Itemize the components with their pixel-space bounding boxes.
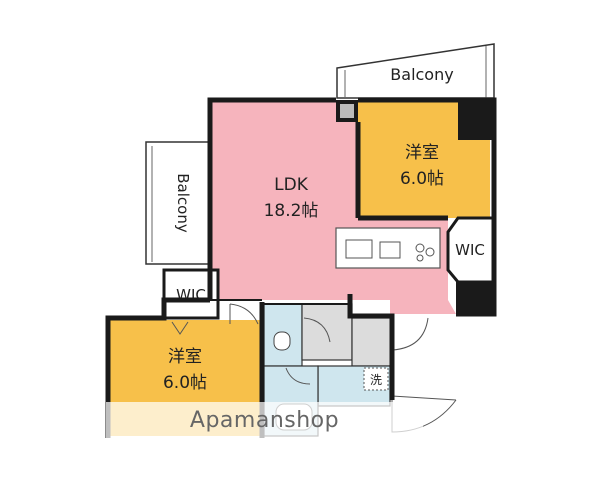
- watermark-bar: Apamanshop: [106, 402, 423, 438]
- balcony-top: Balcony: [336, 43, 495, 99]
- washer-space-label: 洗: [370, 373, 382, 387]
- balcony-left: Balcony: [145, 141, 211, 265]
- wic-upper: WIC: [446, 216, 496, 284]
- western-room-upper: 洋室 6.0帖: [358, 102, 490, 218]
- ldk-name: LDK: [274, 175, 309, 195]
- western-room-upper-name: 洋室: [405, 143, 439, 163]
- balcony-left-label: Balcony: [174, 173, 192, 233]
- western-room-lower-size: 6.0帖: [163, 373, 207, 393]
- western-room-lower-name: 洋室: [168, 347, 202, 367]
- ldk-room: LDK 18.2帖: [210, 100, 448, 300]
- pillar-top-right: [458, 100, 494, 140]
- watermark-text: Apamanshop: [189, 407, 340, 433]
- western-room-upper-size: 6.0帖: [400, 169, 444, 189]
- pillar-bottom-right: [456, 282, 494, 314]
- wic-upper-label: WIC: [455, 241, 485, 259]
- ldk-size: 18.2帖: [264, 201, 319, 221]
- balcony-top-label: Balcony: [390, 65, 453, 84]
